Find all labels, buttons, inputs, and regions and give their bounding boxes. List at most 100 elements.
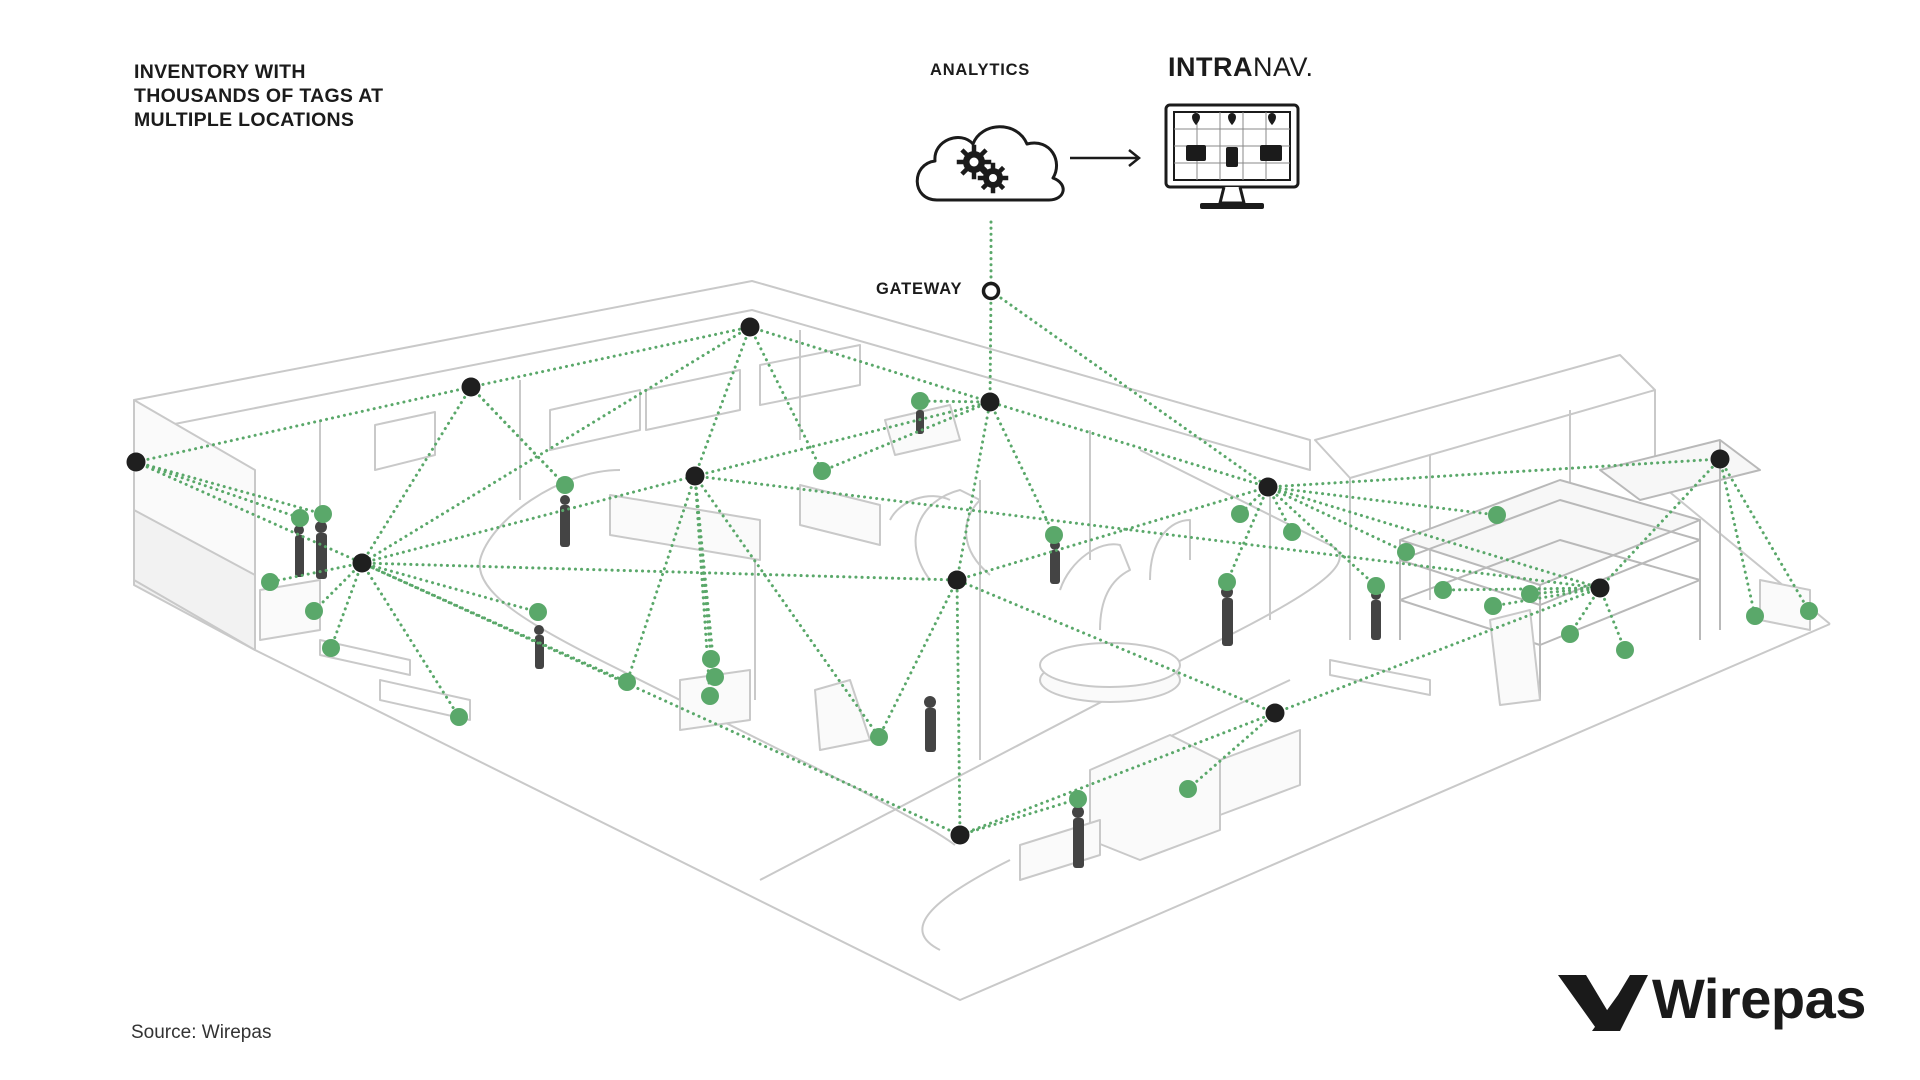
tag-link (1718, 457, 1811, 613)
tag-node (261, 573, 279, 591)
headline-line-1: INVENTORY WITH (134, 61, 306, 83)
mesh-link (134, 460, 364, 565)
tag-link (988, 400, 1056, 537)
mesh-network-nodes (126, 317, 1818, 845)
mesh-link (1273, 586, 1602, 715)
tag-link (360, 561, 629, 684)
mesh-link (360, 325, 752, 565)
anchor-node (947, 570, 967, 590)
tag-node (322, 639, 340, 657)
tag-link (1225, 485, 1270, 584)
mesh-link (360, 561, 959, 582)
tag-link (1598, 586, 1627, 652)
tag-node (1397, 543, 1415, 561)
anchor-node (980, 392, 1000, 412)
anchor-node (740, 317, 760, 337)
tag-link (1186, 711, 1277, 791)
tag-node (291, 509, 309, 527)
mesh-network-links (134, 220, 1811, 837)
tag-link (329, 561, 364, 650)
arrow-right-icon (1070, 149, 1142, 167)
tag-node (1367, 577, 1385, 595)
tag-node (1488, 506, 1506, 524)
tag-link (1266, 485, 1378, 588)
worker-figures (294, 410, 1381, 868)
wirepas-logo-icon (1558, 975, 1648, 1031)
tag-node (556, 476, 574, 494)
monitor-map-icon (1164, 103, 1300, 209)
mesh-link (1266, 457, 1722, 489)
tag-node (702, 650, 720, 668)
tag-link (1441, 586, 1602, 592)
mesh-link (360, 561, 962, 837)
tag-node (450, 708, 468, 726)
mesh-link (693, 325, 752, 478)
tag-node (1045, 526, 1063, 544)
tag-node (870, 728, 888, 746)
mesh-link (958, 711, 1277, 837)
source-note: Source: Wirepas (131, 1022, 272, 1043)
anchor-node (461, 377, 481, 397)
mesh-link (1598, 457, 1722, 590)
tag-node (1800, 602, 1818, 620)
tag-node (305, 602, 323, 620)
mesh-link (955, 578, 962, 837)
analytics-label: ANALYTICS (930, 61, 1031, 79)
tag-link (918, 399, 992, 404)
anchor-node (1590, 578, 1610, 598)
intranav-logo-light: NAV. (1253, 52, 1314, 82)
headline-line-2: THOUSANDS OF TAGS AT (134, 85, 384, 107)
tag-link (820, 400, 992, 473)
mesh-link (693, 400, 992, 478)
tag-node (1283, 523, 1301, 541)
intranav-logo: INTRANAV. (1168, 52, 1314, 83)
mesh-link (988, 289, 993, 404)
mesh-link (988, 400, 1270, 489)
mesh-link (748, 325, 992, 404)
tag-link (1528, 586, 1602, 596)
mesh-link (360, 474, 697, 565)
tag-node (1231, 505, 1249, 523)
tag-link (958, 797, 1080, 837)
tag-link (134, 460, 302, 520)
tag-node (1179, 780, 1197, 798)
tag-node (1218, 573, 1236, 591)
tag-link (360, 561, 461, 719)
tag-link (748, 325, 824, 473)
tag-node (813, 462, 831, 480)
tag-node (1561, 625, 1579, 643)
tag-link (312, 561, 364, 613)
tag-link (134, 460, 325, 516)
tag-link (1266, 485, 1408, 554)
tag-link (1266, 485, 1499, 517)
tag-node (701, 687, 719, 705)
mesh-link (955, 400, 992, 582)
anchor-node (1710, 449, 1730, 469)
tag-link (469, 385, 567, 487)
mesh-link (134, 385, 473, 464)
anchor-node (950, 825, 970, 845)
tag-node (1521, 585, 1539, 603)
tag-link (877, 578, 959, 739)
tag-link (268, 561, 364, 584)
mesh-link (955, 578, 1277, 715)
mesh-link (989, 289, 1270, 489)
mesh-link (360, 385, 473, 565)
tag-link (625, 474, 697, 684)
building-outline (133, 280, 1831, 1001)
anchor-node (1258, 477, 1278, 497)
mesh-link (955, 485, 1270, 582)
tag-node (314, 505, 332, 523)
tag-node (1484, 597, 1502, 615)
tag-link (1718, 457, 1757, 618)
anchor-node (126, 452, 146, 472)
headline: INVENTORY WITH THOUSANDS OF TAGS AT MULT… (134, 60, 494, 132)
tag-node (618, 673, 636, 691)
headline-line-3: MULTIPLE LOCATIONS (134, 109, 355, 131)
anchor-node (352, 553, 372, 573)
anchor-node (1265, 703, 1285, 723)
tag-node (1434, 581, 1452, 599)
tag-node (1616, 641, 1634, 659)
tag-node (706, 668, 724, 686)
